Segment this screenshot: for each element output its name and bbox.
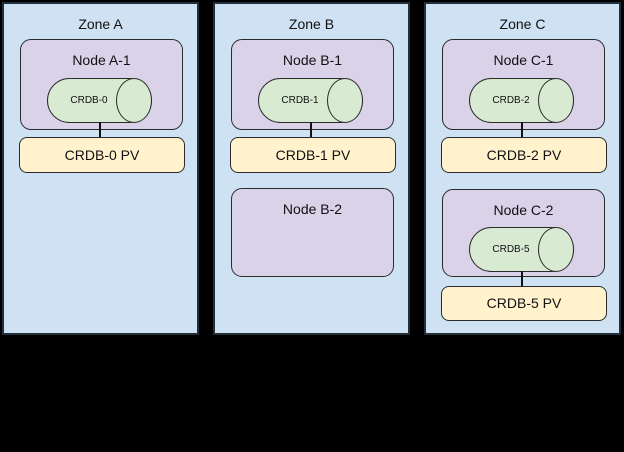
crdb-1-pod-cylinder: CRDB-1: [258, 78, 363, 123]
connector-line: [521, 271, 523, 287]
connector-line: [521, 122, 523, 138]
zone-c-title: Zone C: [499, 16, 546, 32]
zone-b-title: Zone B: [288, 16, 335, 32]
node-c-1-title: Node C-1: [493, 52, 554, 68]
zone-a: Zone A Node A-1 CRDB-0 CRDB-0 PV: [2, 2, 199, 335]
cylinder-cap: [538, 78, 574, 123]
connector-line: [99, 122, 101, 138]
cylinder-cap: [538, 227, 574, 272]
crdb-2-pod-cylinder: CRDB-2: [469, 78, 574, 123]
zone-c: Zone C Node C-1 CRDB-2 CRDB-2 PV Node C-…: [424, 2, 621, 335]
zone-a-title: Zone A: [78, 16, 123, 32]
crdb-1-pod-label: CRDB-1: [281, 95, 319, 106]
crdb-2-pv: CRDB-2 PV: [441, 137, 607, 173]
node-c-1: Node C-1 CRDB-2: [442, 39, 605, 130]
connector-line: [310, 122, 312, 138]
node-a-1-title: Node A-1: [72, 52, 131, 68]
crdb-5-pod-cylinder: CRDB-5: [469, 227, 574, 272]
crdb-0-pod-label: CRDB-0: [70, 95, 108, 106]
cylinder-cap: [327, 78, 363, 123]
node-b-1-title: Node B-1: [282, 52, 343, 68]
node-b-2: Node B-2: [231, 188, 394, 277]
node-c-2-title: Node C-2: [493, 202, 554, 218]
crdb-5-pv: CRDB-5 PV: [441, 286, 607, 321]
cylinder-cap: [116, 78, 152, 123]
node-c-2: Node C-2 CRDB-5: [442, 189, 605, 277]
crdb-0-pod-cylinder: CRDB-0: [47, 78, 152, 123]
zone-b: Zone B Node B-1 CRDB-1 CRDB-1 PV Node B-…: [213, 2, 410, 335]
node-b-2-title: Node B-2: [282, 201, 343, 217]
node-a-1: Node A-1 CRDB-0: [20, 39, 183, 130]
crdb-0-pv: CRDB-0 PV: [19, 137, 185, 173]
crdb-2-pod-label: CRDB-2: [492, 95, 530, 106]
crdb-1-pv: CRDB-1 PV: [230, 137, 396, 173]
node-b-1: Node B-1 CRDB-1: [231, 39, 394, 130]
crdb-5-pod-label: CRDB-5: [492, 244, 530, 255]
